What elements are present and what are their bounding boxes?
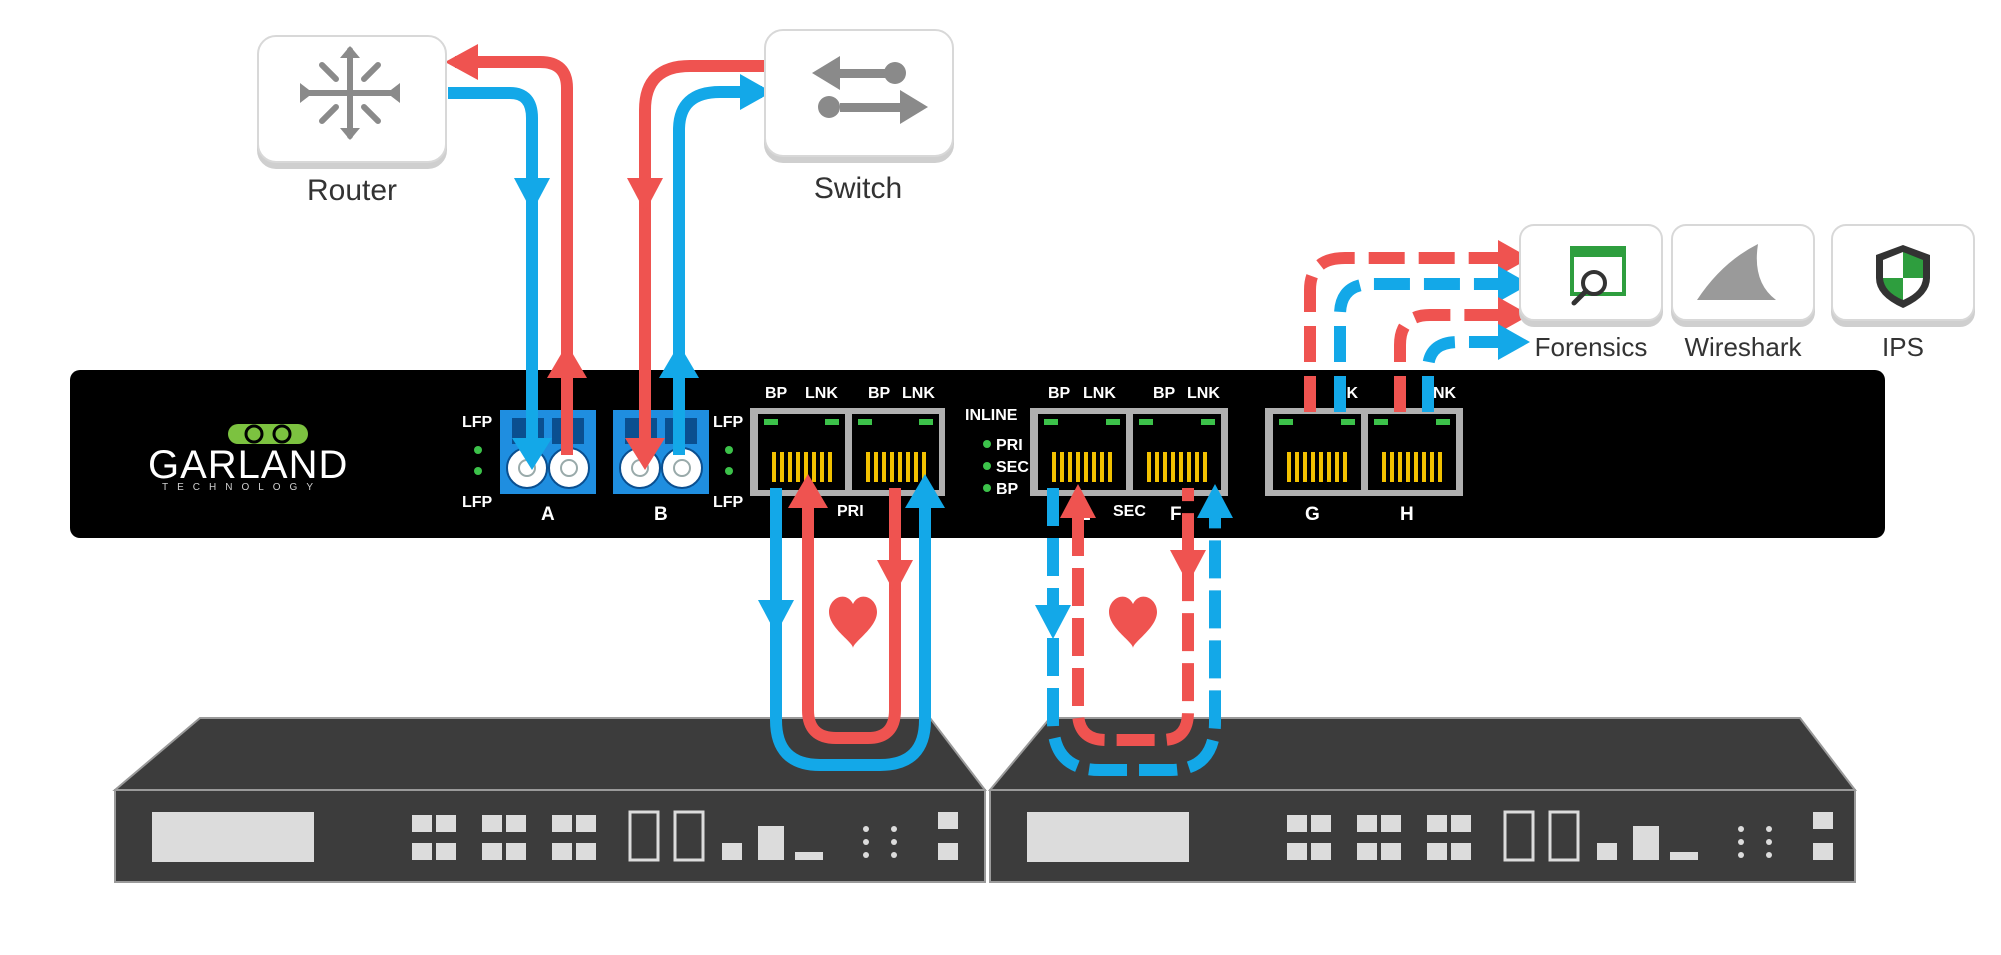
lfp-label-top-2: LFP [713, 414, 744, 431]
garland-logo: GARLAND TECHNOLOGY [148, 424, 348, 493]
svg-text:LNK: LNK [902, 385, 935, 402]
switch-icon [812, 56, 928, 124]
sec-led [983, 462, 991, 470]
router-icon [300, 46, 400, 140]
fiber-cable-switch [625, 60, 772, 470]
rj45-group-pri: BP LNK BP LNK PRI [750, 385, 945, 520]
svg-text:PRI: PRI [996, 437, 1023, 454]
tool-forensics: Forensics [1519, 224, 1663, 362]
fiber-port-b[interactable] [613, 410, 709, 494]
lfp-led [474, 446, 482, 454]
svg-text:NK: NK [1433, 385, 1457, 402]
inline-status: INLINE PRI SEC BP [965, 407, 1029, 498]
svg-text:BP: BP [1153, 385, 1176, 402]
rj45-group-monitor: NK NK G H [1265, 385, 1463, 525]
tool-label-ips: IPS [1882, 332, 1924, 362]
fiber-port-a[interactable] [500, 410, 596, 494]
lfp-led [474, 467, 482, 475]
tool-label-forensics: Forensics [1535, 332, 1648, 362]
tool-wireshark: Wireshark [1671, 224, 1815, 362]
svg-text:BP: BP [868, 385, 891, 402]
svg-text:F: F [1170, 504, 1182, 525]
pri-label: PRI [837, 503, 864, 520]
lfp-led [725, 467, 733, 475]
lfp-label-top: LFP [462, 414, 493, 431]
wireshark-fin-icon [1697, 244, 1776, 300]
brand-name: GARLAND [148, 443, 348, 487]
port-label-b: B [654, 504, 668, 525]
svg-text:LNK: LNK [1083, 385, 1116, 402]
switch-device: Switch [764, 29, 954, 205]
lfp-led [725, 446, 733, 454]
pri-led [983, 440, 991, 448]
network-tap: GARLAND TECHNOLOGY LFP LFP A [70, 370, 1885, 538]
port-label-g: G [1305, 504, 1320, 525]
appliance-right [987, 717, 1858, 883]
router-device: Router [257, 35, 447, 207]
rj45-group-sec: BP LNK BP LNK E SEC F [1030, 385, 1228, 525]
sec-label: SEC [1113, 503, 1146, 520]
svg-text:SEC: SEC [996, 459, 1029, 476]
tool-label-wireshark: Wireshark [1684, 332, 1802, 362]
forensics-icon [1570, 246, 1626, 306]
svg-text:BP: BP [765, 385, 788, 402]
switch-label: Switch [814, 172, 902, 205]
port-label-h: H [1400, 504, 1414, 525]
appliance-display [152, 812, 314, 862]
monitor-links [1304, 240, 1530, 412]
svg-text:LNK: LNK [805, 385, 838, 402]
appliance-ports [412, 810, 958, 862]
lfp-label-bottom: LFP [462, 494, 493, 511]
inline-label: INLINE [965, 407, 1018, 424]
heart-icon [1109, 596, 1157, 648]
lfp-label-bottom-2: LFP [713, 494, 744, 511]
tool-ips: IPS [1831, 224, 1975, 362]
bp-led [983, 484, 991, 492]
port-label-a: A [541, 504, 555, 525]
svg-text:BP: BP [1048, 385, 1071, 402]
svg-text:BP: BP [996, 481, 1019, 498]
brand-subtitle: TECHNOLOGY [162, 482, 322, 493]
heart-icon [829, 596, 877, 648]
heartbeat-loop-pri [758, 474, 945, 771]
svg-text:LNK: LNK [1187, 385, 1220, 402]
fiber-cable-router [445, 44, 587, 470]
appliance-left [112, 717, 988, 883]
router-label: Router [307, 174, 397, 207]
heartbeat-loop-sec [1035, 484, 1233, 776]
shield-icon [1876, 245, 1930, 308]
